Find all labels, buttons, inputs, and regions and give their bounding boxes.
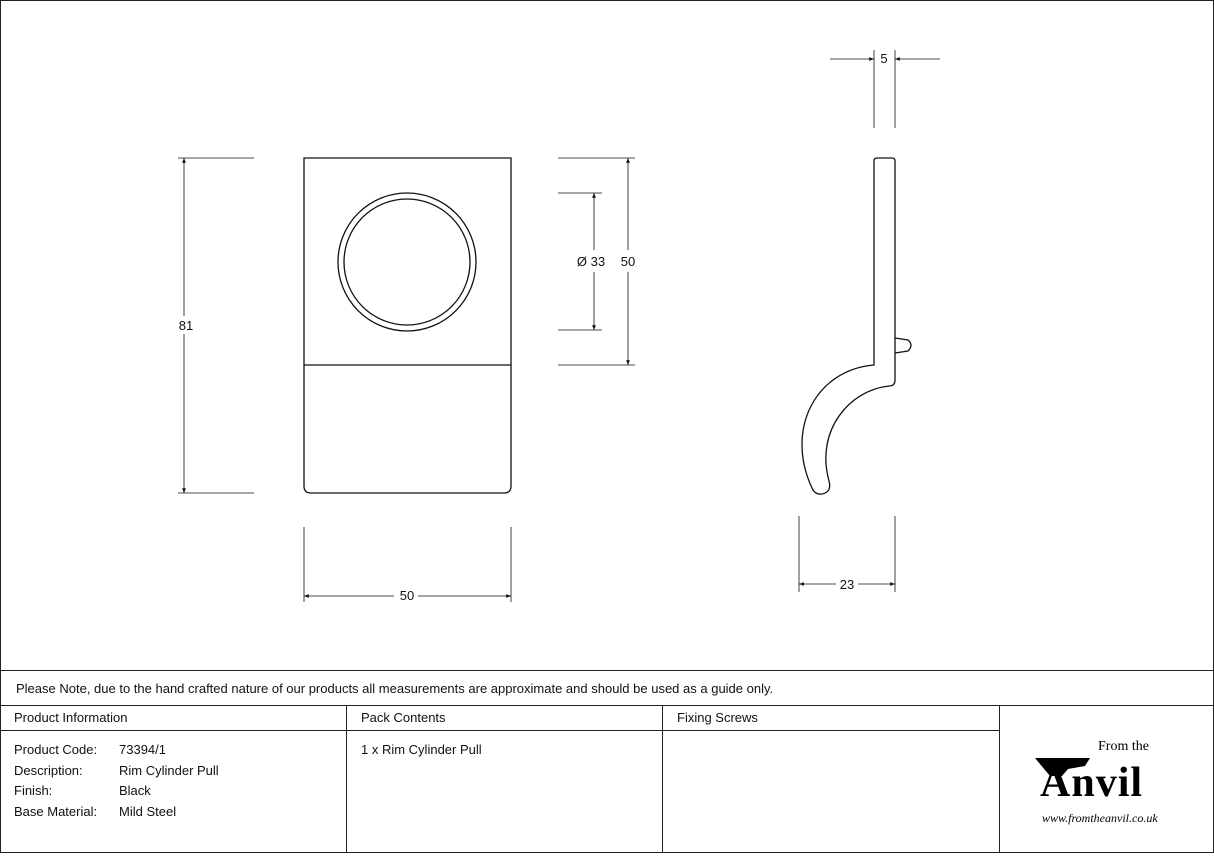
dim-diameter-33: Ø 33 — [577, 254, 605, 269]
dimension-lines — [178, 50, 940, 602]
finish-row: Finish: Black — [14, 781, 332, 802]
dim-height-50: 50 — [621, 254, 635, 269]
dim-depth-23: 23 — [840, 577, 854, 592]
product-information-header: Product Information — [0, 706, 346, 731]
product-code-row: Product Code: 73394/1 — [14, 740, 332, 761]
technical-drawing: 81 50 Ø 33 50 5 23 — [178, 50, 940, 603]
fixing-screws-header: Fixing Screws — [663, 706, 999, 731]
value: Mild Steel — [119, 803, 177, 819]
logo-brand: Anvil — [1040, 760, 1143, 806]
front-plate — [303, 157, 512, 494]
value: Rim Cylinder Pull — [119, 762, 219, 778]
pack-contents-panel: Pack Contents 1 x Rim Cylinder Pull — [347, 706, 663, 852]
from-the-anvil-logo: From the Anvil www.fromtheanvil.co.uk — [1000, 706, 1213, 852]
dim-height-81: 81 — [179, 318, 193, 333]
product-information-panel: Product Information Product Code: 73394/1… — [0, 706, 347, 852]
label: Base Material: — [14, 803, 98, 819]
cylinder-ring-inner — [343, 198, 471, 326]
label: Finish: — [14, 783, 53, 798]
pack-item: 1 x Rim Cylinder Pull — [361, 742, 482, 757]
logo-url: www.fromtheanvil.co.uk — [1042, 811, 1158, 825]
base-material-row: Base Material: Mild Steel — [14, 802, 332, 823]
side-profile — [801, 157, 896, 495]
fixing-screws-panel: Fixing Screws — [663, 706, 1000, 852]
anvil-icon — [1035, 758, 1090, 776]
cylinder-ring-outer — [337, 192, 477, 332]
value: Black — [119, 783, 151, 798]
label: Product Code: — [14, 742, 98, 757]
dim-thickness-5: 5 — [880, 51, 887, 66]
label: Description: — [14, 762, 83, 778]
value: 73394/1 — [119, 742, 166, 757]
dim-width-50: 50 — [400, 588, 414, 603]
description-row: Description: Rim Cylinder Pull — [14, 761, 332, 782]
logo-from-the: From the — [1098, 739, 1149, 754]
measurement-note: Please Note, due to the hand crafted nat… — [0, 670, 1213, 706]
pack-contents-header: Pack Contents — [347, 706, 662, 731]
side-knob — [894, 337, 912, 354]
